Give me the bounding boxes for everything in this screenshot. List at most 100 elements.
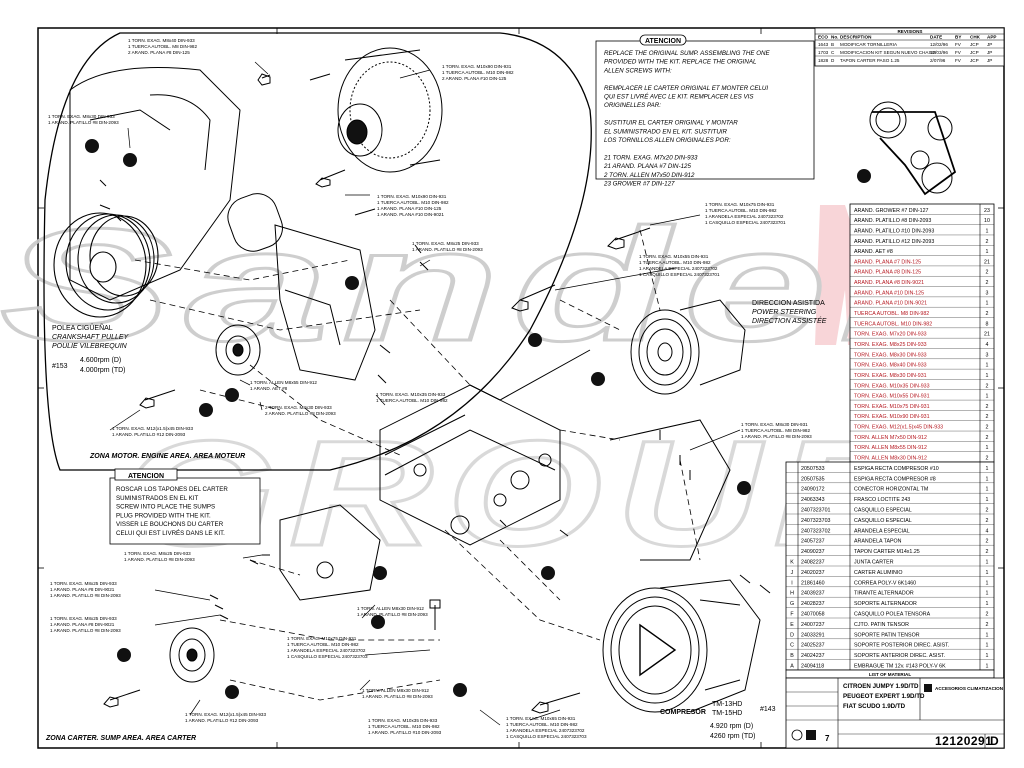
svg-text:Sanden: Sanden — [0, 195, 1010, 374]
callout-line: 1 TORN. ALLEN M8x55 DIN-912 — [250, 380, 317, 385]
bom-upper-qty: 1 — [986, 363, 989, 369]
bom-upper-desc: ARAND. AET #8 — [854, 249, 893, 255]
note-line: PLUG PROVIDED WITH THE KIT. — [116, 512, 211, 519]
bom-lower-part: 24090172 — [801, 487, 825, 493]
callout-line: 1 TUERCA AUTOBL. M8 DIN-982 — [128, 44, 197, 49]
compressor-model-2: TM-15HD — [712, 710, 742, 717]
note-line: 23 GROWER #7 DIN-127 — [603, 181, 675, 188]
callout-line: 1 TORN. ALLEN M8x30 DIN-912 — [362, 688, 429, 693]
attention-box-sump: ATENCION ROSCAR LOS TAPONES DEL CARTERSU… — [109, 468, 261, 545]
bom-lower-part: 24020237 — [801, 570, 825, 576]
bom-lower-desc: SOPORTE ANTERIOR DIREC. ASIST. — [854, 653, 945, 659]
bom-upper-desc: TUERCA AUTOBL. M8 DIN-982 — [854, 311, 929, 317]
compressor-rpm-td: 4260 rpm (TD) — [710, 733, 756, 740]
svg-text:ATENCION: ATENCION — [128, 473, 164, 480]
callout-line: 2 TORN. EXAG. M8x30 DIN-933 — [265, 405, 332, 410]
bom-upper-desc: TORN. ALLEN M8x55 DIN-912 — [854, 445, 927, 451]
callout-line: 1 TORN. EXAG. M12(x1.5)x45 DIN-933 — [112, 426, 193, 431]
compresor-label: COMPRESOR — [660, 709, 706, 716]
bom-lower-part: 2407323702 — [801, 528, 831, 534]
bom-lower-qty: 1 — [986, 487, 989, 493]
assembly-lines — [134, 229, 701, 701]
callout-line: 1 TUERCA AUTOBL. M10 DIN-982 — [287, 642, 359, 647]
revisions-header: DESCRIPTION — [840, 35, 872, 40]
bom-lower-part: 24090237 — [801, 549, 825, 555]
bom-upper-desc: ARAND. PLATILLO #8 DIN-2093 — [854, 218, 931, 224]
attention-text-lines: REPLACE THE ORIGINAL SUMP. ASSEMBLING TH… — [603, 50, 770, 188]
bom-lower-desc: TAPON CARTER M14x1.25 — [854, 549, 920, 555]
bom-upper-qty: 8 — [986, 321, 989, 327]
callout-line: 1 TUERCA AUTOBL. M8 DIN-982 — [741, 428, 810, 433]
note-line: SCREW INTO PLACE THE SUMPS — [116, 504, 215, 511]
alternator-bracket — [227, 193, 376, 381]
bom-lower-qty: 1 — [986, 476, 989, 482]
svg-text:POWER STEERING: POWER STEERING — [752, 309, 817, 316]
bom-lower-item: A — [790, 664, 794, 670]
revisions-cell: 1643 — [818, 42, 829, 47]
bom-lower-qty: 1 — [986, 632, 989, 638]
compressor-ref: #143 — [760, 706, 776, 713]
callout-line: 1 ARAND. PLATILLO #12 DIN-2093 — [185, 718, 259, 723]
sump-area-label: ZONA CARTER. SUMP AREA. AREA CARTER — [45, 735, 196, 742]
bom-lower-item: J — [791, 570, 794, 576]
attention-box-lines: ROSCAR LOS TAPONES DEL CARTERSUMINISTRAD… — [116, 486, 228, 537]
bom-upper-desc: TORN. EXAG. M10x35 DIN-933 — [854, 383, 930, 389]
marker — [85, 139, 99, 153]
note-line: ALLEN SCREWS WITH: — [603, 67, 672, 74]
revisions-cell: TAPON CARTER PASO 1.25 — [840, 58, 900, 63]
bom-upper-desc: TORN. ALLEN M7x50 DIN-912 — [854, 435, 927, 441]
bom-upper-qty: 21 — [984, 259, 990, 265]
bom-lower-desc: TIRANTE ALTERNADOR — [854, 591, 914, 597]
bom-upper-table: ARAND. GROWER #7 DIN-127 2 3 ARAND. PLATILL… — [849, 203, 995, 463]
bom-lower-part: 24039237 — [801, 591, 825, 597]
callout-line: 1 CASQUILLO ESPECIAL 2407323701 — [639, 272, 720, 277]
bom-upper-desc: ARAND. PLANA #10 DIN-9021 — [854, 301, 927, 307]
bom-upper-qty: 2 — [986, 425, 989, 431]
note-line: REPLACE THE ORIGINAL SUMP. ASSEMBLING TH… — [604, 50, 770, 57]
bom-lower-part: 20507535 — [801, 476, 825, 482]
bom-upper-qty: 2 — [986, 414, 989, 420]
sheet-number: 7 — [825, 734, 830, 743]
bom-lower-part: 24070058 — [801, 612, 825, 618]
callout-line: 1 TUERCA AUTOBL. M10 DIN-982 — [377, 200, 449, 205]
callout-line: 1 CASQUILLO ESPECIAL 2407323703 — [506, 734, 587, 739]
bom-upper-qty: 1 — [986, 445, 989, 451]
bom-upper-qty: 4 — [986, 342, 989, 348]
bom-lower-qty: 2 — [986, 549, 989, 555]
pulley-name-fr: POULIE VILEBREQUIN — [52, 343, 128, 350]
bom-lower-qty: 1 — [986, 653, 989, 659]
callout-line: 1 ARAND. PLATILLO #8 DIN-2093 — [50, 593, 121, 598]
bom-lower-desc: FRASCO LOCTITE 243 — [854, 497, 910, 503]
revisions-header: DATE — [930, 35, 942, 40]
callout-line: 1 TORN. EXAG. M10x35 DIN-933 — [368, 718, 438, 723]
callout-line: 1 TORN. EXAG. M10x75 DIN-931 — [287, 636, 357, 641]
callout-line: 1 TORN. EXAG. M10x90 DIN-931 — [442, 64, 512, 69]
bom-lower-qty: 1 — [986, 664, 989, 670]
bom-upper-qty: 2 — [986, 383, 989, 389]
bom-upper-desc: ARAND. GROWER #7 DIN-127 — [854, 208, 929, 214]
bom-upper-qty: 2 — [986, 456, 989, 462]
bom-upper-desc: ARAND. PLANA #8 DIN-9021 — [854, 280, 924, 286]
bom-lower-part: 24057237 — [801, 539, 825, 545]
vehicle-1: CITROEN JUMPY 1.9D/TD — [843, 683, 919, 690]
attention-note-top: ATENCION REPLACE THE ORIGINAL SUMP. ASSE… — [595, 34, 815, 188]
revisions-cell: JCP — [970, 50, 979, 55]
marker — [123, 153, 137, 167]
revisions-cell: JP — [987, 50, 992, 55]
note-line: LOS TORNILLOS ALLEN ORIGINALES POR: — [604, 137, 731, 144]
bom-upper-qty: 3 — [986, 352, 989, 358]
marker — [857, 169, 871, 183]
belt-routing-diagram — [869, 101, 957, 196]
bom-lower-qty: 1 — [986, 591, 989, 597]
bom-upper-qty: 1 — [986, 301, 989, 307]
revisions-cell: 1828 — [818, 58, 829, 63]
bom-lower-desc: CASQUILLO ESPECIAL — [854, 518, 912, 524]
marker — [591, 372, 605, 386]
bom-upper-desc: TORN. EXAG. M8x25 DIN-933 — [854, 342, 927, 348]
callout-line: 1 ARAND. PLATILLO #10 DIN-2093 — [368, 730, 442, 735]
marker — [737, 481, 751, 495]
bom-upper-desc: TORN. ALLEN M8x30 DIN-912 — [854, 456, 927, 462]
bom-lower-qty: 1 — [986, 466, 989, 472]
bom-lower-part: 21861460 — [801, 580, 825, 586]
